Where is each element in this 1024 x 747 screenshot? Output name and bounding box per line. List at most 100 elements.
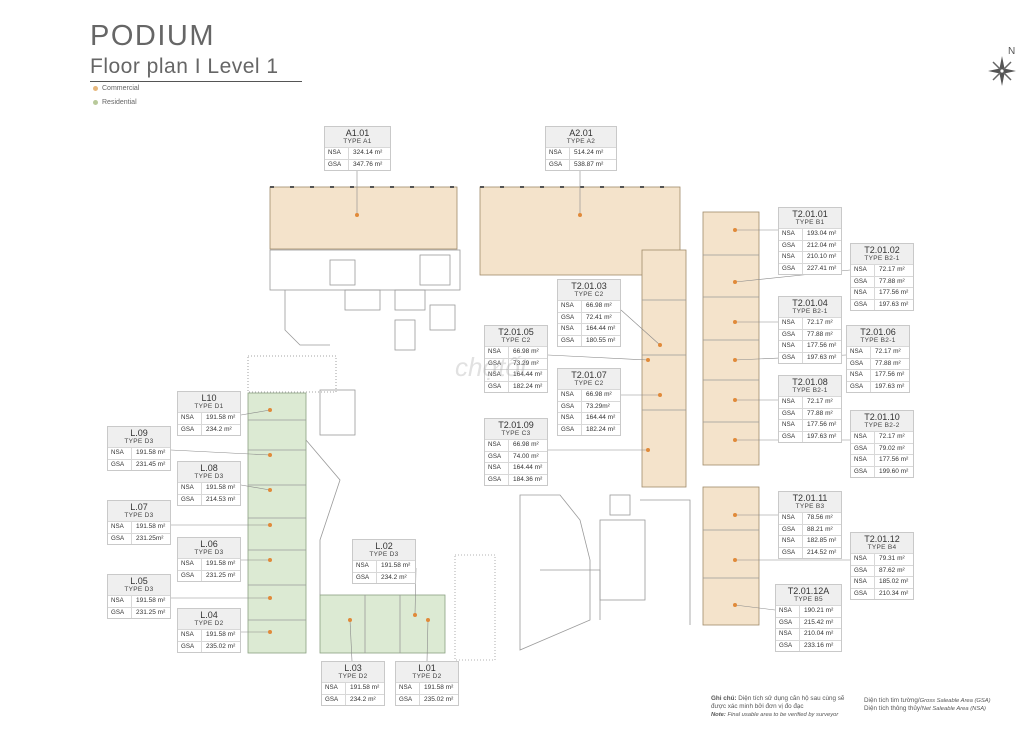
area-value: 72.17 m² [879,433,905,440]
legend-commercial: Commercial [93,85,139,92]
gsa-en: Gross Saleable Area (GSA) [919,698,991,704]
area-key: GSA [396,694,420,705]
area-key: NSA [178,413,202,424]
area-value: 514.24 m² [574,149,604,156]
unit-marker [268,630,272,634]
area-row: GSA 215.42 m² [776,616,841,628]
unit-type: TYPE A1 [325,138,390,147]
unit-id: T2.01.04 [779,297,841,308]
unit-type: TYPE B2-1 [851,255,913,264]
floor-plan-structure [247,186,760,661]
area-value: 197.63 m² [807,353,837,361]
unit-marker [268,523,272,527]
unit-type: TYPE A2 [546,138,616,147]
unit-type: TYPE D2 [178,620,240,629]
area-value: 191.58 m² [206,484,236,491]
area-value: 77.88 m² [807,409,833,417]
area-key: NSA [485,463,509,474]
unit-type: TYPE D3 [108,586,170,595]
unit-marker [578,213,582,217]
unit-marker [268,488,272,492]
area-value: 74.00 m² [513,452,539,460]
area-key: GSA [851,443,875,454]
unit-id: T2.01.12A [776,585,841,596]
unit-marker [268,596,272,600]
watermark: chợtốt [455,352,528,382]
area-value: 72.17 m² [807,398,833,405]
area-key: NSA [779,420,803,431]
leader-line [349,619,353,662]
area-value: 234.2 m² [206,425,232,433]
unit-id: L.07 [108,501,170,512]
area-key: NSA [558,324,582,335]
area-key: NSA [178,630,202,641]
area-key: NSA [485,347,509,358]
area-key: NSA [108,596,132,607]
area-value: 215.42 m² [804,618,834,626]
area-value: 191.58 m² [136,597,166,604]
area-value: 214.52 m² [807,548,837,556]
unit-marker [646,358,650,362]
unit-id: L.03 [322,662,384,673]
unit-type: TYPE B2-1 [847,337,909,346]
unit-type: TYPE C2 [558,380,620,389]
area-key: GSA [776,617,800,628]
area-value: 72.17 m² [875,348,901,355]
area-key: NSA [847,347,871,358]
area-key: NSA [851,455,875,466]
area-key: NSA [851,554,875,565]
area-key: NSA [847,370,871,381]
area-value: 214.53 m² [206,495,236,503]
area-key: GSA [546,159,570,170]
area-key: NSA [325,148,349,159]
area-value: 191.58 m² [350,684,380,691]
unit-marker [658,343,662,347]
area-key: GSA [779,547,803,558]
area-key: NSA [396,683,420,694]
unit-marker [733,320,737,324]
area-value: 182.85 m² [807,537,837,544]
area-key: NSA [546,148,570,159]
page-subtitle: Floor plan I Level 1 [90,55,279,78]
area-key: NSA [485,440,509,451]
unit-type: TYPE D3 [178,473,240,482]
area-value: 177.56 m² [807,342,837,349]
area-key: GSA [558,312,582,323]
area-value: 210.34 m² [879,589,909,597]
unit-marker [733,358,737,362]
